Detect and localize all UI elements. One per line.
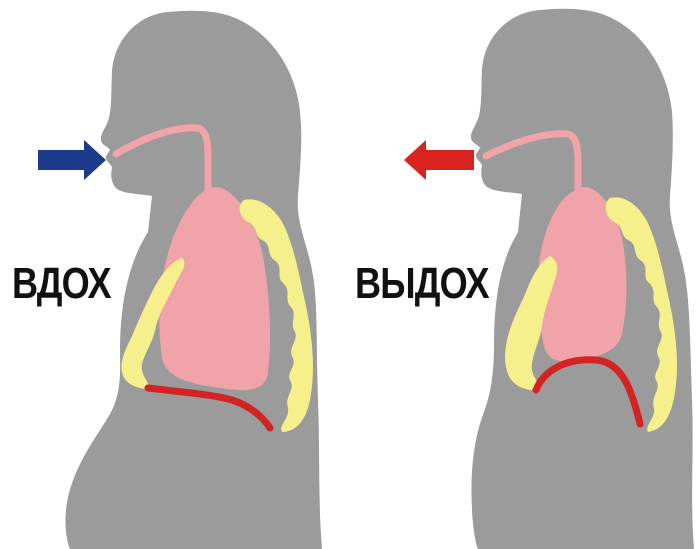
exhale-label: ВЫДОХ bbox=[355, 262, 489, 306]
arrow-right-icon bbox=[38, 140, 106, 180]
inhale-label: ВДОХ bbox=[12, 262, 111, 306]
arrow-left-icon bbox=[404, 140, 474, 180]
